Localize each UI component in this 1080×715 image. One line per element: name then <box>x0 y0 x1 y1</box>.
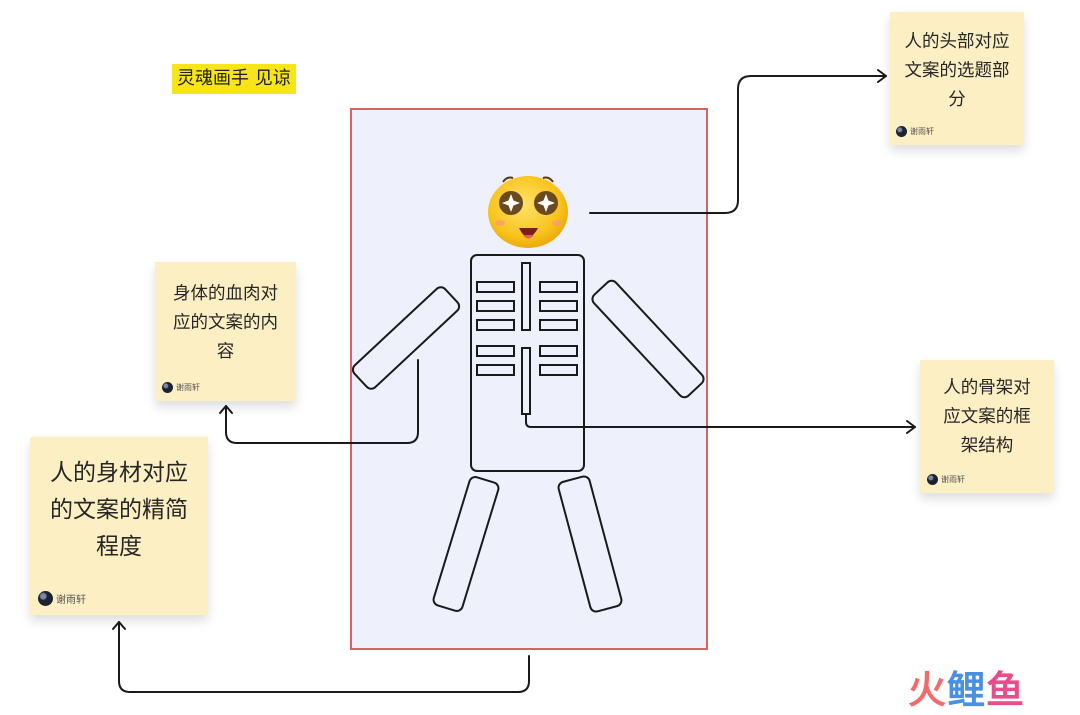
watermark-char: 鲤 <box>947 668 987 712</box>
watermark-char: 火 <box>908 668 948 712</box>
note-author: 谢雨轩 <box>38 591 86 606</box>
sticky-note-flesh: 身体的血肉对 应的文案的内 容 谢雨轩 <box>155 262 296 401</box>
avatar-icon <box>896 126 907 137</box>
note-flesh-line: 身体的血肉对 <box>173 284 278 304</box>
note-flesh-text: 身体的血肉对 应的文案的内 容 <box>159 280 292 367</box>
avatar-icon <box>927 474 938 485</box>
author-name: 谢雨轩 <box>56 595 86 606</box>
note-author: 谢雨轩 <box>896 126 934 137</box>
note-author: 谢雨轩 <box>162 382 200 393</box>
author-name: 谢雨轩 <box>910 127 934 136</box>
note-flesh-line: 应的文案的内 <box>173 313 278 333</box>
note-figure-line: 人的身材对应 <box>50 460 188 486</box>
title-badge: 灵魂画手 见谅 <box>172 64 296 94</box>
note-skeleton-line: 人的骨架对 <box>943 378 1031 398</box>
note-head-line: 人的头部对应 <box>904 32 1010 52</box>
note-author: 谢雨轩 <box>927 474 965 485</box>
note-figure-line: 程度 <box>96 534 142 560</box>
note-skeleton-text: 人的骨架对 应文案的框 架结构 <box>924 374 1050 461</box>
note-skeleton-line: 应文案的框 <box>943 407 1031 427</box>
skeleton-figure <box>351 254 705 613</box>
note-figure-line: 的文案的精简 <box>50 497 188 523</box>
avatar-icon <box>38 591 53 606</box>
author-name: 谢雨轩 <box>176 383 200 392</box>
avatar-icon <box>162 382 173 393</box>
note-figure-text: 人的身材对应 的文案的精简 程度 <box>34 455 204 566</box>
sticky-note-figure: 人的身材对应 的文案的精简 程度 谢雨轩 <box>30 437 208 615</box>
sticky-note-skeleton: 人的骨架对 应文案的框 架结构 谢雨轩 <box>920 360 1054 493</box>
watermark-char: 鱼 <box>986 668 1026 712</box>
note-skeleton-line: 架结构 <box>960 436 1014 456</box>
connector-lines <box>112 69 916 693</box>
note-flesh-line: 容 <box>216 342 235 362</box>
star-eyes-emoji-icon <box>488 176 568 248</box>
note-head-line: 文案的选题部 <box>904 61 1010 81</box>
note-head-line: 分 <box>948 90 966 110</box>
note-head-text: 人的头部对应 文案的选题部 分 <box>894 28 1020 115</box>
sticky-note-head: 人的头部对应 文案的选题部 分 谢雨轩 <box>890 12 1024 145</box>
author-name: 谢雨轩 <box>941 475 965 484</box>
watermark-logo: 火 鲤 鱼 <box>908 668 1025 712</box>
